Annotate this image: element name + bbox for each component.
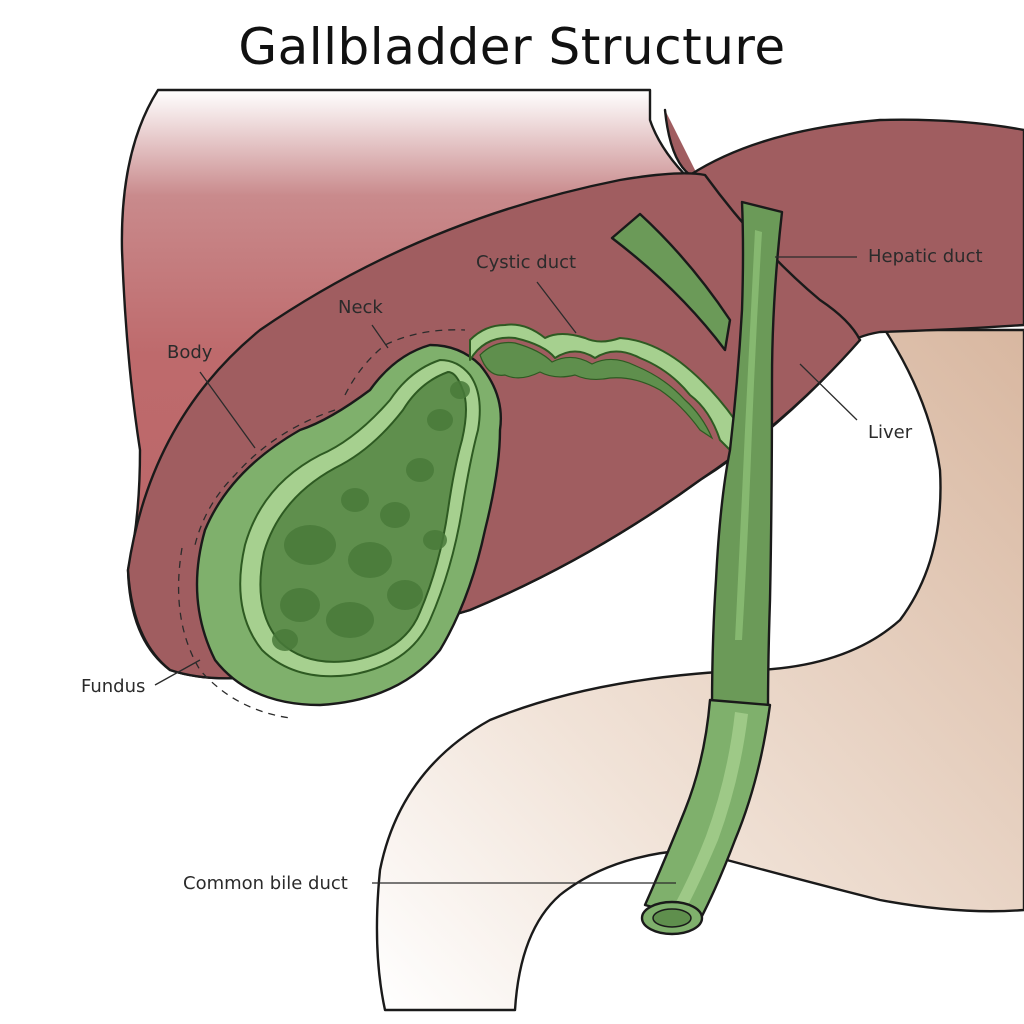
label-cystic-duct: Cystic duct: [476, 252, 576, 273]
liver-leader: [799, 363, 858, 421]
cystic-duct-lumen: [479, 341, 714, 440]
common-bile-duct-lumen: [652, 908, 692, 928]
fundus-region-marker: [177, 547, 291, 719]
body-region-marker: [194, 409, 336, 546]
label-liver: Liver: [868, 422, 913, 443]
label-common-bile-duct: Common bile duct: [183, 873, 348, 894]
hepatic-duct-highlight: [735, 230, 762, 640]
neck-leader: [371, 324, 389, 349]
common-bile-duct-highlight: [676, 712, 748, 905]
left-hepatic-branch: [610, 212, 732, 352]
label-hepatic-duct: Hepatic duct: [868, 246, 983, 267]
gallbladder-folds: [272, 381, 470, 651]
fundus-leader: [154, 659, 201, 686]
cystic-duct-leader: [536, 281, 577, 334]
label-fundus: Fundus: [81, 676, 145, 697]
label-neck: Neck: [338, 297, 383, 318]
neck-region-marker: [344, 329, 466, 396]
diagram-title: Gallbladder Structure: [238, 18, 786, 76]
duodenum-shape: [375, 328, 1024, 1012]
body-leader: [199, 371, 256, 449]
label-body: Body: [167, 342, 213, 363]
